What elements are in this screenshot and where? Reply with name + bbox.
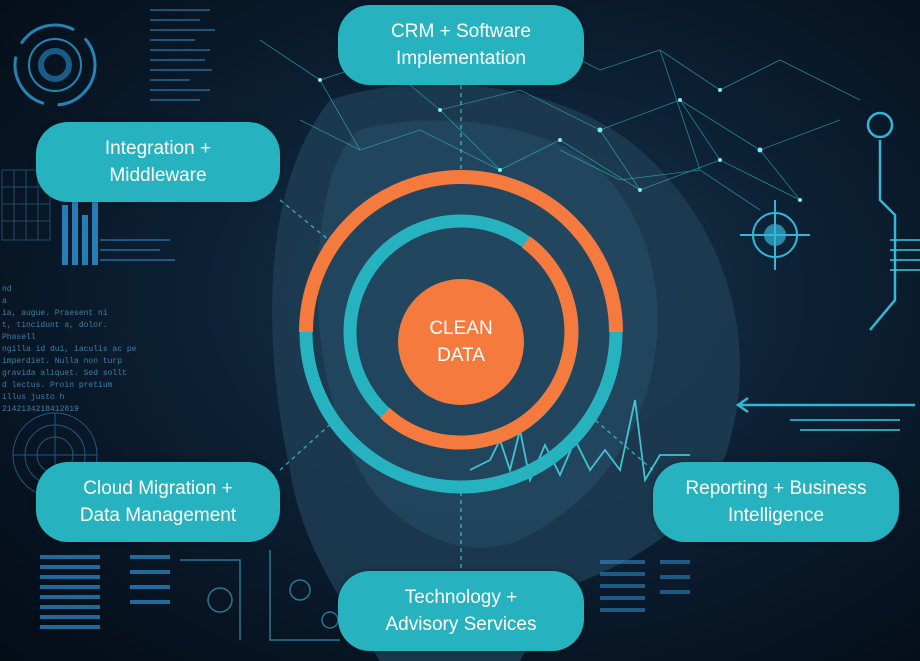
hud-right-bracket: [735, 111, 915, 414]
node-label-line1: Technology +: [404, 587, 518, 608]
node-label-line1: Integration +: [104, 138, 212, 159]
hud-right-lines: [790, 239, 920, 431]
hud-text-line: ia, augue. Praesent ni: [2, 309, 108, 318]
hud-text-line: t, tincidunt a, dolor. Phasell: [2, 321, 108, 342]
inner-ring-orange-arc: [380, 236, 579, 450]
node-label-line2: Intelligence: [727, 505, 825, 526]
hud-left-text-panel: nd a ia, augue. Praesent ni t, tincidunt…: [2, 284, 142, 416]
network-nodes: [318, 78, 802, 202]
hud-text-line: a: [2, 297, 7, 306]
center-circle: [398, 279, 524, 405]
node-label-line2: Advisory Services: [385, 614, 537, 635]
hud-text-line: 2142134218412819: [2, 405, 79, 414]
hud-target-topleft: [13, 23, 97, 107]
node-label-line1: Reporting + Business: [685, 478, 867, 499]
node-integration-middleware[interactable]: Integration + Middleware: [36, 122, 280, 202]
center-label-line1: CLEAN: [429, 318, 493, 339]
hud-text-line: d lectus. Proin pretium: [2, 381, 113, 390]
node-label-line2: Implementation: [396, 48, 526, 69]
hud-text-line: ngilla id dui, iaculis ac pe: [2, 345, 137, 354]
hud-dots-bottomleft: [40, 555, 170, 629]
hud-text-line: imperdiet. Nulla non turp: [2, 357, 123, 366]
node-cloud-migration-data-management[interactable]: Cloud Migration + Data Management: [36, 462, 280, 542]
node-technology-advisory-services[interactable]: Technology + Advisory Services: [338, 571, 584, 651]
hud-dots-bottomright: [600, 560, 690, 612]
node-label-line1: Cloud Migration +: [83, 478, 233, 499]
hud-bars-left: [62, 190, 98, 265]
node-crm-software-implementation[interactable]: CRM + Software Implementation: [338, 5, 584, 85]
center-label-line2: DATA: [437, 345, 485, 366]
hud-text-line: gravida aliquet. Sed sollt: [2, 369, 127, 378]
node-label-line2: Middleware: [109, 165, 207, 186]
waveform: [469, 399, 690, 484]
connector-lines: [279, 85, 654, 571]
hud-text-lines: [100, 9, 215, 261]
node-label-line2: Data Management: [79, 505, 237, 526]
node-label-line1: CRM + Software: [391, 21, 531, 42]
hud-crosshair-right: [740, 200, 810, 270]
node-reporting-business-intelligence[interactable]: Reporting + Business Intelligence: [653, 462, 899, 542]
hud-text-line: illus justo h: [2, 393, 65, 402]
hud-text-line: nd: [2, 285, 12, 294]
hud-grid-left: [1, 169, 51, 241]
network-lines: [259, 39, 861, 211]
center-label: CLEAN DATA: [397, 278, 525, 406]
outer-ring-orange-arc: [299, 170, 623, 333]
